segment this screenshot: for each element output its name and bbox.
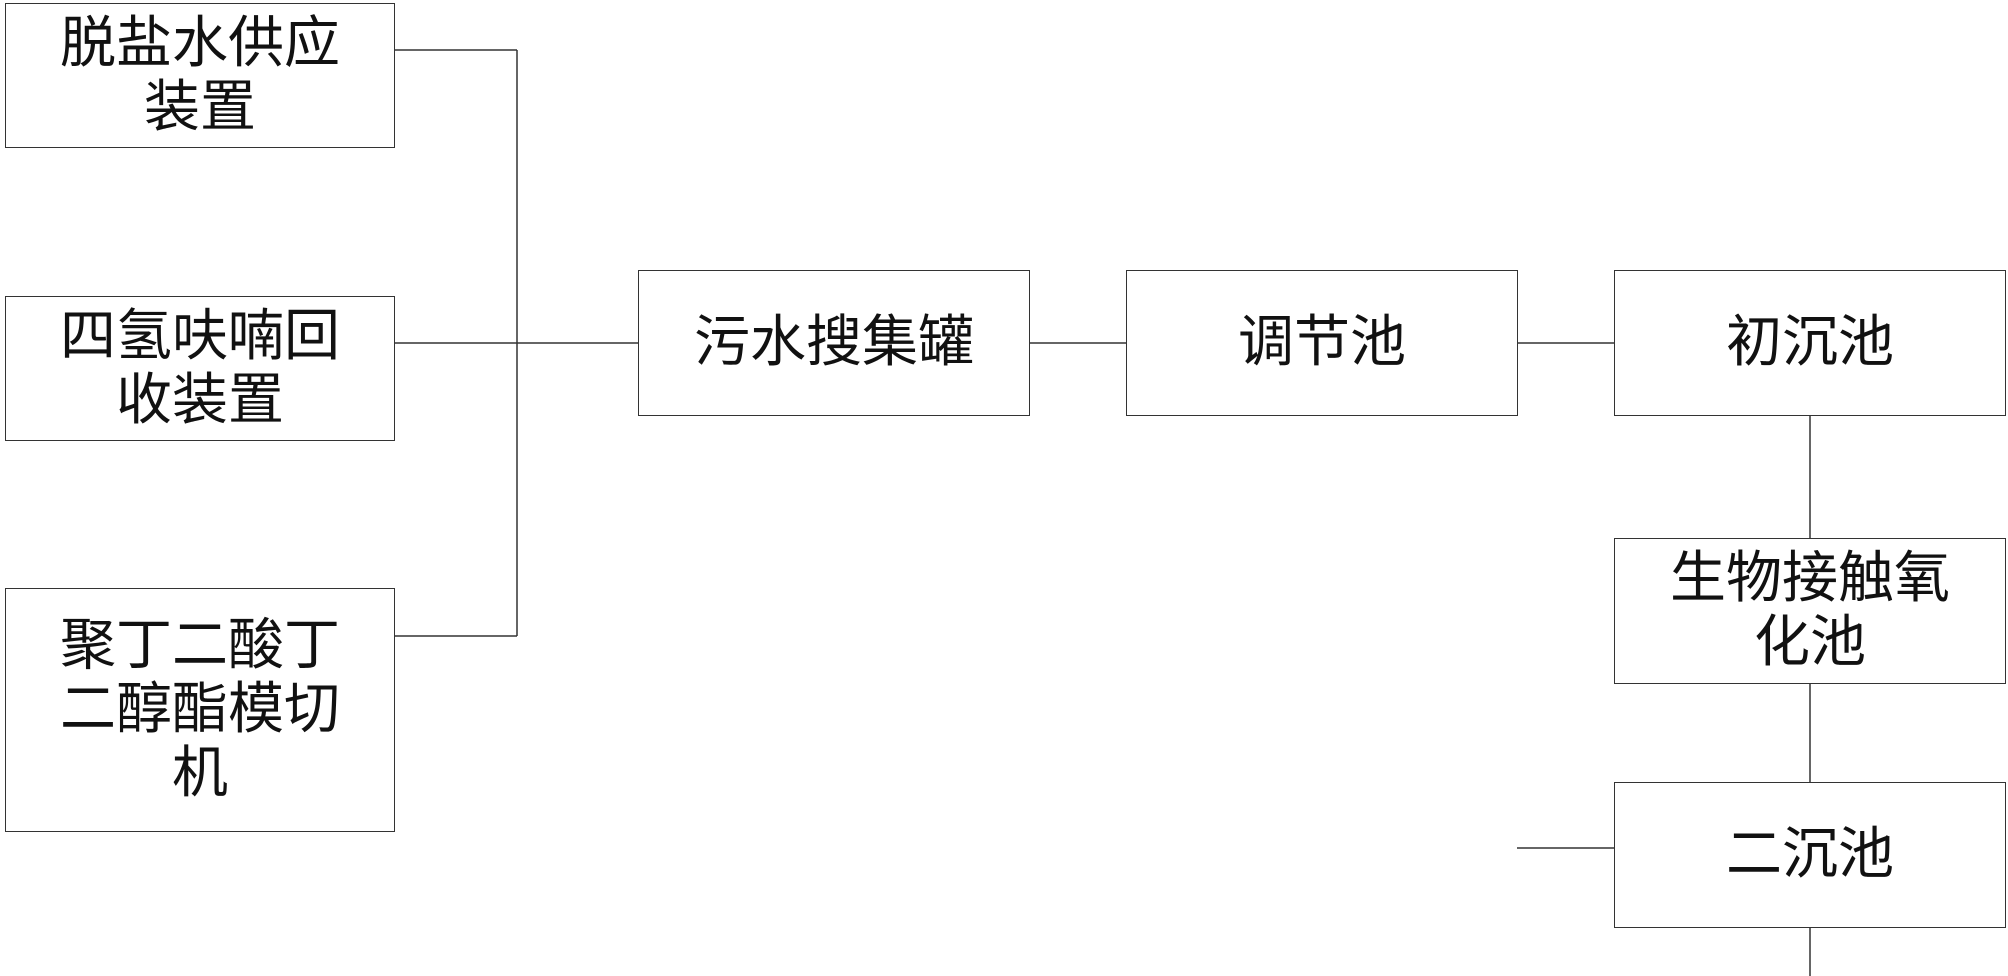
- sewage-collection-tank-box: 污水搜集罐: [638, 270, 1030, 416]
- primary-sedimentation-label: 初沉池: [1726, 310, 1894, 375]
- pbs-cutter-label: 聚丁二酸丁 二醇酯模切 机: [60, 613, 340, 806]
- pbs-cutter-box: 聚丁二酸丁 二醇酯模切 机: [5, 588, 395, 832]
- sewage-collection-tank-label: 污水搜集罐: [694, 310, 974, 375]
- primary-sedimentation-box: 初沉池: [1614, 270, 2006, 416]
- secondary-sedimentation-box: 二沉池: [1614, 782, 2006, 928]
- bio-contact-oxidation-box: 生物接触氧 化池: [1614, 538, 2006, 684]
- desalted-water-supply-box: 脱盐水供应 装置: [5, 3, 395, 148]
- secondary-sedimentation-label: 二沉池: [1726, 822, 1894, 887]
- thf-recovery-box: 四氢呋喃回 收装置: [5, 296, 395, 441]
- regulating-pool-box: 调节池: [1126, 270, 1518, 416]
- thf-recovery-label: 四氢呋喃回 收装置: [60, 303, 340, 433]
- regulating-pool-label: 调节池: [1238, 310, 1406, 375]
- bio-contact-oxidation-label: 生物接触氧 化池: [1670, 546, 1950, 675]
- desalted-water-supply-label: 脱盐水供应 装置: [60, 10, 340, 140]
